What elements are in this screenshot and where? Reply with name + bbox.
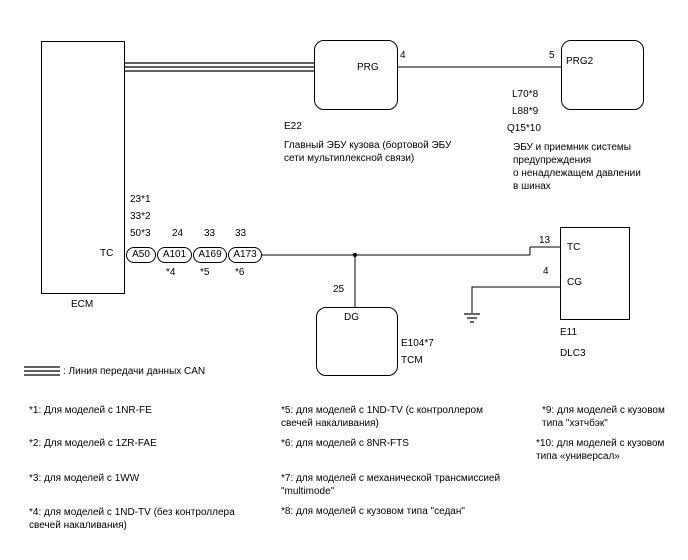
dlc3-name: DLC3: [560, 348, 586, 359]
note-8: *8: для моделей с кузовом типа "седан": [281, 506, 465, 517]
prg2-code-3: Q15*10: [507, 123, 541, 134]
dlc3-code: E11: [560, 327, 578, 338]
tcm-dg-label: DG: [344, 312, 359, 323]
prg2-code-1: L70*8: [512, 89, 539, 100]
tcm-box: [316, 307, 398, 376]
note-4: *4: для моделей с 1ND-TV (без контроллер…: [29, 507, 235, 531]
a101-pin: 24: [172, 228, 184, 239]
connector-a50: A50: [126, 247, 156, 263]
prg-pin-4: 4: [400, 50, 406, 61]
prg-code: E22: [284, 121, 302, 132]
note-9: *9: для моделей с кузовом типа "хэтчбэк": [542, 405, 665, 429]
dlc3-pin-tc-label: TC: [567, 242, 581, 253]
prg-label: PRG: [357, 62, 379, 73]
note-2: *2: Для моделей с 1ZR-FAE: [29, 438, 157, 449]
ground-icon: [464, 313, 480, 323]
ecm-label: ECM: [71, 299, 94, 310]
note-1: *1: Для моделей с 1NR-FE: [29, 405, 152, 416]
connector-a169: A169: [193, 247, 227, 263]
note-6: *6: для моделей с 8NR-FTS: [281, 438, 409, 449]
connector-a101: A101: [157, 247, 192, 263]
ecm-pin-tc-label: TC: [100, 248, 114, 259]
tcm-code: E104*7: [401, 338, 434, 349]
dlc3-pin-4: 4: [543, 266, 549, 277]
prg2-pin-5: 5: [549, 50, 555, 61]
dlc3-box: [560, 227, 630, 320]
a173-pin: 33: [235, 228, 247, 239]
can-legend-text: : Линия передачи данных CAN: [63, 366, 206, 377]
connector-a101-note: *4: [166, 267, 176, 278]
ecm-pin-23: 23*1: [130, 194, 151, 205]
note-10: *10: для моделей с кузовом типа «универс…: [536, 438, 665, 462]
connector-a169-note: *5: [200, 267, 210, 278]
prg-description: Главный ЭБУ кузова (бортовой ЭБУ сети му…: [284, 140, 452, 164]
dlc3-pin-13: 13: [539, 235, 551, 246]
prg-box: [314, 40, 398, 110]
dlc3-pin-cg-label: CG: [567, 277, 582, 288]
prg2-label: PRG2: [566, 56, 594, 67]
ecm-box: [41, 41, 125, 294]
can-legend-icon: [24, 366, 60, 376]
note-3: *3: для моделей с 1WW: [29, 473, 140, 484]
ecm-pin-33: 33*2: [130, 211, 151, 222]
ecm-pin-50: 50*3: [130, 228, 151, 239]
a169-pin: 33: [204, 228, 216, 239]
wire-cg-ground: [471, 286, 560, 313]
tcm-name: TCM: [401, 355, 423, 366]
prg2-code-2: L88*9: [512, 106, 539, 117]
tcm-pin-25: 25: [333, 284, 345, 295]
note-5: *5: для моделей с 1ND-TV (с контроллером…: [281, 405, 483, 429]
connector-a173: A173: [228, 247, 262, 263]
connector-a173-note: *6: [235, 267, 245, 278]
note-7: *7: для моделей с механической трансмисс…: [281, 473, 501, 497]
can-bus-ecm-prg: [124, 62, 314, 72]
prg2-description: ЭБУ и приемник системы предупреждения о …: [513, 142, 641, 192]
prg2-box: [561, 40, 644, 110]
